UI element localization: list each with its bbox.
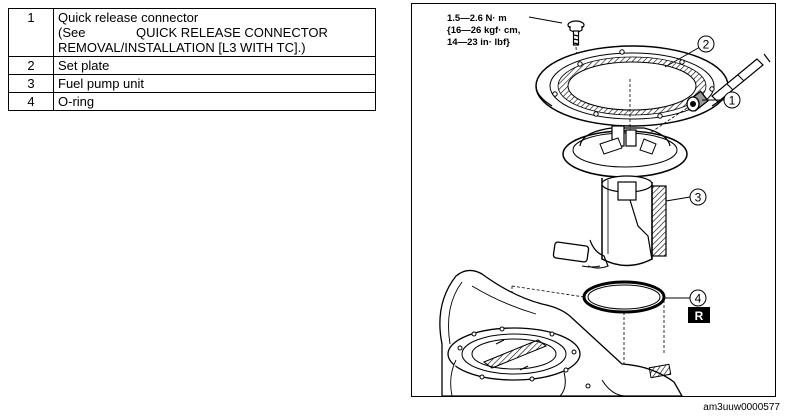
part-number: 3 [8, 74, 54, 93]
description-line: (See QUICK RELEASE CONNECTOR [58, 25, 328, 40]
callout-4: 4 [689, 289, 707, 307]
description-line: Quick release connector [58, 10, 199, 25]
torque-leader-line [528, 16, 563, 24]
torque-spec-line: {16—26 kgf· cm, [447, 25, 520, 36]
torque-spec-line: 1.5—2.6 N· m [447, 13, 507, 24]
svg-text:R: R [695, 309, 704, 323]
o-ring [582, 280, 666, 314]
figure-code: am3uuw0000577 [703, 402, 780, 413]
exploded-view-drawing: 1.5—2.6 N· m {16—26 kgf· cm, 14—23 in· l… [439, 13, 771, 396]
callout-leader-2 [664, 46, 701, 68]
part-number: 2 [8, 56, 54, 75]
part-description: Quick release connector (See QUICK RELEA… [53, 8, 376, 57]
callout-1: 1 [723, 91, 741, 109]
fuel-pump-illustration: 1.5—2.6 N· m {16—26 kgf· cm, 14—23 in· l… [411, 3, 776, 397]
part-number: 1 [8, 8, 54, 57]
description-line: REMOVAL/INSTALLATION [L3 WITH TC].) [58, 40, 306, 55]
svg-text:4: 4 [695, 292, 702, 306]
bolt-icon [567, 20, 585, 46]
parts-table: 1 Quick release connector (See QUICK REL… [8, 8, 376, 111]
replace-part-badge: R [688, 307, 710, 323]
fuel-pump-unit [552, 125, 688, 269]
table-row: 2 Set plate [8, 56, 376, 75]
table-row: 4 O-ring [8, 92, 376, 111]
part-number: 4 [8, 92, 54, 111]
part-description: Set plate [53, 56, 376, 75]
torque-spec-line: 14—23 in· lbf} [447, 37, 510, 48]
connector-guide-line [643, 107, 688, 138]
fuel-tank [439, 269, 683, 396]
callout-2: 2 [697, 35, 715, 53]
quick-release-connector [686, 53, 771, 112]
svg-text:2: 2 [703, 38, 710, 52]
svg-text:3: 3 [695, 191, 702, 205]
table-row: 1 Quick release connector (See QUICK REL… [8, 8, 376, 57]
description-line: O-ring [58, 94, 95, 109]
table-row: 3 Fuel pump unit [8, 74, 376, 93]
description-line: Set plate [58, 58, 110, 73]
part-description: Fuel pump unit [53, 74, 376, 93]
part-description: O-ring [53, 92, 376, 111]
set-plate [535, 45, 729, 127]
description-line: Fuel pump unit [58, 76, 144, 91]
svg-text:1: 1 [729, 94, 736, 108]
callout-3: 3 [689, 188, 707, 206]
callout-leader-3 [665, 196, 691, 202]
